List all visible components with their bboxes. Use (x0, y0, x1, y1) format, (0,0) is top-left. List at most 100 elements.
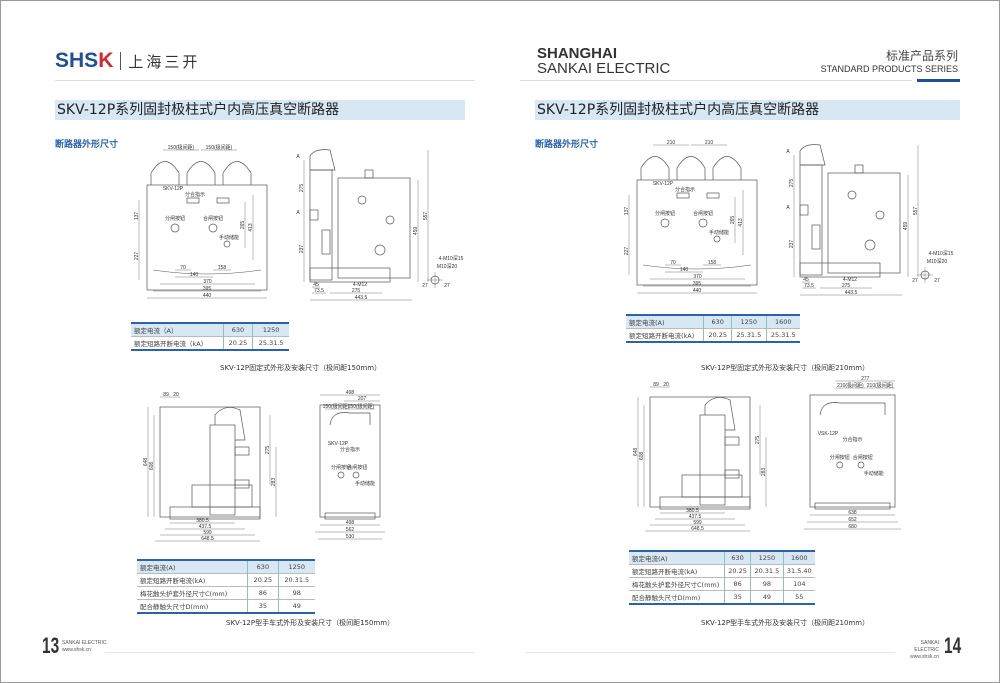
front-label: 分合指示 (340, 446, 360, 453)
cell-value: 104 (782, 577, 815, 591)
dimension-label: 437.5 (199, 524, 212, 530)
dimension-label: A (786, 205, 790, 211)
top-block (364, 169, 374, 179)
open-button (337, 471, 345, 479)
caption-left-fixed: SKV-12P固定式外形及安装尺寸（极间距150mm） (220, 364, 382, 372)
footer-brand-left: SANKAI ELECTRIC (62, 640, 107, 646)
upper-terminal (799, 144, 826, 166)
footer-url-left: www.shsk.cn (62, 647, 91, 653)
cell-value: 98 (277, 586, 315, 600)
dimension-label: 530 (346, 534, 355, 540)
dimension-label: 73.5 (804, 283, 814, 289)
dimension-label: 150(极间距) (323, 403, 350, 410)
row-label: 额定短路开断电流(kA) (629, 564, 725, 578)
dimension-label: 648.5 (201, 536, 214, 542)
cell-value: 98 (750, 577, 784, 591)
drawing-left-fixed: SKV-12P分合指示分闸按钮合闸按钮手动储能150(极间距)150(极间距)1… (134, 144, 464, 301)
dimension-label: 380.5 (196, 518, 209, 524)
dimension-label: 275 (352, 288, 361, 294)
lower-contact (724, 469, 740, 479)
dimension-label: 210(极间距) (837, 382, 864, 389)
cell-value: 20.25 (724, 564, 751, 578)
lower-terminal (309, 209, 319, 221)
dimension-label: 395 (693, 281, 702, 287)
dimension-label: 648.5 (691, 526, 704, 532)
lower-terminal (799, 204, 809, 216)
upper-contact (234, 446, 250, 456)
front-wheels (814, 502, 891, 510)
dimension-label: 395 (203, 286, 212, 292)
footer-rule-right (525, 652, 895, 653)
row-label: 配合静触头尺寸D(mm) (629, 590, 725, 604)
terminal-cap (640, 156, 670, 180)
dimension-label: 380.5 (686, 508, 699, 514)
front-panel (636, 179, 758, 286)
cell-value: 1250 (731, 315, 767, 329)
cell-value: 49 (277, 599, 315, 613)
dimension-label: 652 (848, 517, 857, 523)
pole-column (799, 164, 823, 276)
dimension-label: 4-M12 (843, 277, 857, 283)
dimension-label: 158 (218, 265, 227, 271)
pole-column (209, 424, 236, 516)
dimension-label: 265 (730, 216, 736, 225)
dimension-label: 275 (299, 184, 305, 193)
dimension-label: 275 (842, 283, 851, 289)
base-frame (799, 262, 881, 278)
open-button (170, 223, 180, 233)
front-wheels (324, 512, 376, 520)
dimension-label: 70 (670, 260, 676, 266)
dimension-label: 27 (422, 283, 428, 289)
front-label: 分闸按钮 (165, 215, 185, 222)
dimension-label: 557 (423, 212, 429, 221)
close-button (857, 461, 865, 469)
cell-value: 1250 (252, 323, 289, 337)
front-label: 合闸按钮 (203, 215, 223, 222)
upper-arm (704, 397, 736, 431)
dimension-label: 440 (693, 288, 702, 294)
front-label: 分合指示 (185, 191, 205, 198)
dimension-label: 137 (624, 207, 630, 216)
cell-value: 20.25 (222, 336, 253, 350)
header-rule-left (55, 80, 475, 81)
cell-value: 35 (247, 599, 278, 613)
dimension-label: 557 (913, 207, 919, 216)
dimension-label: 437.5 (689, 514, 702, 520)
panel-curve (642, 264, 752, 270)
cell-value: 20.31.5 (277, 573, 315, 587)
dimension-label: 150(极间距) (206, 144, 233, 151)
caption-left-truck: SKV-12P型手车式外形及安装尺寸（极间距150mm） (226, 619, 395, 627)
dimension-label: 140 (680, 267, 689, 273)
close-button (352, 471, 360, 479)
open-button (660, 218, 670, 228)
dimension-label: 443.5 (355, 295, 368, 301)
terminal-cap (150, 161, 180, 185)
dimension-label: 4-M10深15 (929, 250, 954, 257)
dimension-label: 150(极间距) (348, 403, 375, 410)
dimension-label: 440 (203, 293, 212, 299)
dimension-label: 20 (663, 382, 669, 388)
dimension-label: 210(极间距) (867, 382, 894, 389)
dimension-label: 498 (346, 520, 355, 526)
logo-chinese: 上海三开 (128, 52, 201, 71)
cell-value: 49 (750, 590, 784, 604)
row-label: 配合静触头尺寸D(mm) (137, 599, 248, 613)
front-panel (146, 184, 268, 291)
dimension-label: 27 (444, 283, 450, 289)
dimension-label: M10深20 (927, 258, 948, 265)
dimension-label: 4-M12 (353, 282, 367, 288)
manual-charge-port (223, 240, 231, 248)
dimension-label: 4-M10深15 (439, 255, 464, 262)
cell-value: 20.25 (703, 328, 732, 342)
dimension-label: 237 (299, 245, 305, 254)
cell-value: 1250 (277, 560, 315, 574)
cell-value: 20.31.5 (750, 564, 784, 578)
front-label: 分闸按钮 (655, 210, 675, 217)
